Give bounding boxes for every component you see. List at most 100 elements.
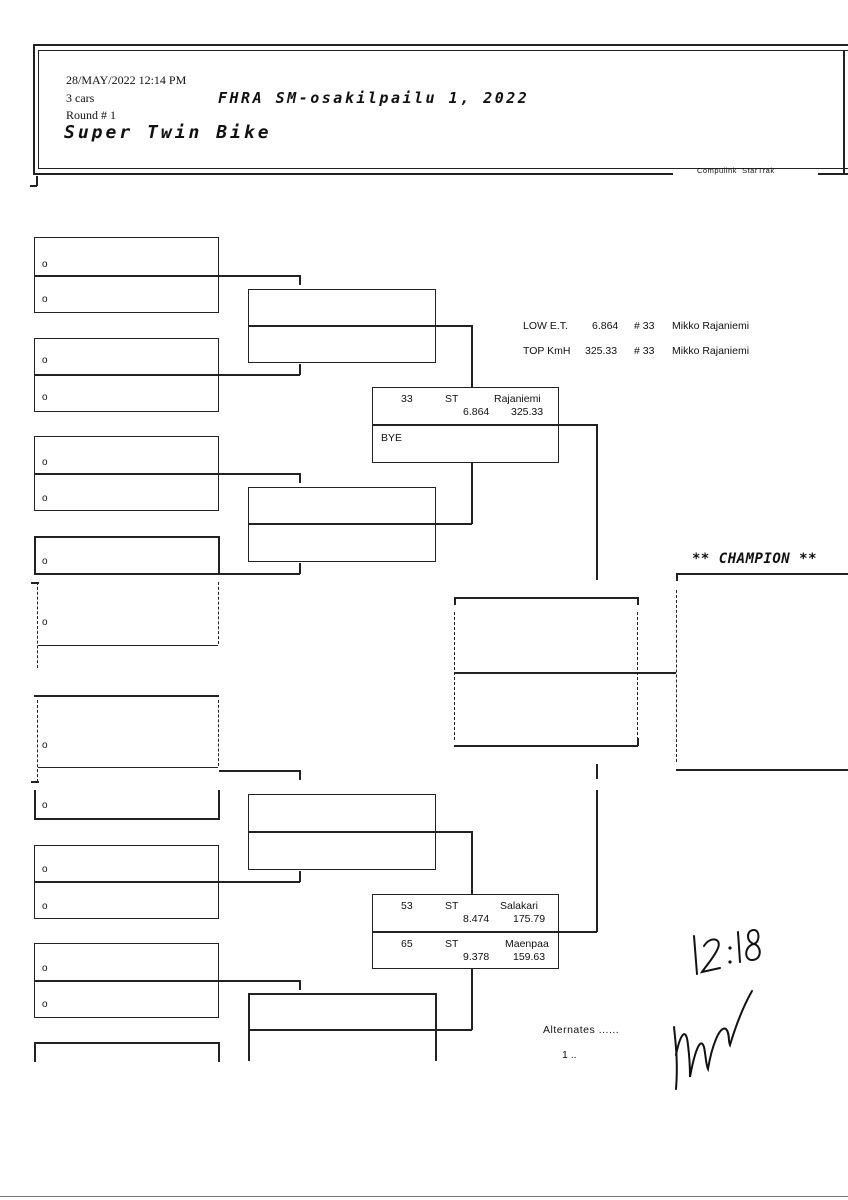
- semi-bottom-a-name: Salakari: [500, 900, 538, 912]
- slot-mark: o: [42, 392, 48, 403]
- quarter-slot-2: [248, 487, 436, 562]
- r1-connector: [299, 563, 301, 574]
- corner-mark-v: [36, 176, 38, 186]
- semi-top-b-bye: BYE: [381, 432, 403, 444]
- final-top: [454, 597, 638, 599]
- round1-pair-3-divider: [34, 473, 219, 475]
- header-frame-bottom: [33, 173, 673, 175]
- round1-pair-4-mid: [34, 573, 219, 575]
- quarter-slot-3-divider: [248, 831, 436, 833]
- r3-connector: [559, 424, 597, 426]
- semi-bottom-a-class: ST: [445, 900, 459, 912]
- slot-mark: o: [42, 457, 48, 468]
- r3-connector: [596, 424, 598, 580]
- r2-connector: [436, 831, 472, 833]
- semifinal-top-divider: [372, 424, 559, 426]
- corner-mark-h: [30, 185, 37, 187]
- alternates-first: 1 ..: [562, 1049, 577, 1061]
- low-et-name: Mikko Rajaniemi: [672, 320, 750, 332]
- low-et-value: 6.864: [592, 320, 619, 332]
- handwritten-time-drawing: [693, 929, 761, 975]
- round1-pair-1-divider: [34, 275, 219, 277]
- top-kmh-label: TOP KmH: [523, 345, 571, 357]
- round1-pair-5-bottom-right: [218, 790, 220, 820]
- slot-mark: o: [42, 963, 48, 974]
- champion-box-left-dashes: [676, 590, 677, 762]
- slot-mark: o: [42, 864, 48, 875]
- round1-pair-5-mid: [38, 767, 218, 768]
- semi-bottom-b-speed: 159.63: [513, 951, 546, 963]
- round1-pair-7-divider: [34, 980, 219, 982]
- slot-mark: o: [42, 556, 48, 567]
- handwritten-signature: [660, 985, 760, 1095]
- r2-connector: [471, 462, 473, 524]
- software-credit: Compulink StarTrak: [697, 166, 775, 175]
- top-kmh-name: Mikko Rajaniemi: [672, 345, 750, 357]
- final-right-dashes: [637, 612, 638, 740]
- slot-mark: o: [42, 999, 48, 1010]
- header-frame-bottom-inner: [38, 168, 848, 169]
- semi-top-a-et: 6.864: [463, 406, 490, 418]
- final-top-right-tick: [637, 597, 639, 605]
- final-to-champion: [638, 672, 676, 674]
- quarter-slot-4-right: [435, 993, 437, 1061]
- champion-box-bottom: [676, 769, 848, 771]
- round1-pair-8-left: [34, 1042, 36, 1062]
- round1-pair-5-top: [34, 695, 219, 697]
- low-et-label: LOW E.T.: [523, 320, 568, 332]
- header-date-time: 28/MAY/2022 12:14 PM: [66, 73, 187, 87]
- slot-mark: o: [42, 800, 48, 811]
- quarter-slot-2-divider: [248, 523, 436, 525]
- final-divider: [454, 672, 638, 674]
- handwritten-time: [688, 922, 768, 982]
- quarter-slot-4-divider: [248, 1029, 436, 1031]
- quarter-slot-4-left: [248, 993, 250, 1061]
- r1-connector: [219, 275, 300, 277]
- semi-bottom-a-et: 8.474: [463, 913, 490, 925]
- r1-connector: [219, 881, 300, 883]
- slot-mark: o: [42, 901, 48, 912]
- final-bottom: [454, 745, 638, 747]
- semi-bottom-b-name: Maenpaa: [505, 938, 549, 950]
- semi-top-a-speed: 325.33: [511, 406, 544, 418]
- r3-connector: [559, 931, 597, 933]
- top-kmh-number: # 33: [634, 345, 655, 357]
- semi-top-a-number: 33: [401, 393, 413, 405]
- slot-mark: o: [42, 493, 48, 504]
- round1-pair-4-dash-right: [218, 582, 219, 644]
- header-frame-left-inner: [38, 50, 39, 168]
- header-cars: 3 cars: [66, 91, 95, 105]
- slot-mark: o: [42, 259, 48, 270]
- round1-pair-8-top: [34, 1042, 219, 1044]
- signature-drawing: [673, 990, 753, 1090]
- r2-connector: [436, 325, 472, 327]
- r2-connector: [436, 1029, 472, 1031]
- semifinal-bottom-divider: [372, 931, 559, 933]
- low-et-number: # 33: [634, 320, 655, 332]
- r2-connector: [471, 968, 473, 1030]
- r3-connector: [596, 790, 598, 932]
- round1-pair-4-right: [218, 536, 220, 574]
- round1-pair-5-dash-left: [37, 700, 38, 782]
- r1-connector: [299, 473, 301, 483]
- semi-bottom-a-number: 53: [401, 900, 413, 912]
- slot-mark: o: [42, 355, 48, 366]
- final-left-dashes: [454, 612, 455, 740]
- event-title: FHRA SM-osakilpailu 1, 2022: [218, 89, 530, 107]
- quarter-slot-1-divider: [248, 325, 436, 327]
- champion-box-top: [676, 573, 848, 575]
- round1-pair-4-dash-left: [37, 582, 38, 668]
- champion-label: ** CHAMPION **: [692, 551, 818, 567]
- r1-connector: [299, 770, 301, 780]
- r1-connector: [219, 473, 300, 475]
- round1-pair-6-divider: [34, 881, 219, 883]
- header-frame-bottom-right: [818, 173, 848, 175]
- round1-pair-5-dash-right: [218, 700, 219, 766]
- r1-connector: [299, 871, 301, 882]
- alternates-label: Alternates ......: [543, 1024, 620, 1036]
- header-frame-left: [33, 44, 35, 174]
- round1-pair-4-tick: [31, 582, 39, 584]
- top-kmh-value: 325.33: [585, 345, 618, 357]
- semi-top-a-class: ST: [445, 393, 459, 405]
- final-bottom-right-tick: [637, 738, 639, 746]
